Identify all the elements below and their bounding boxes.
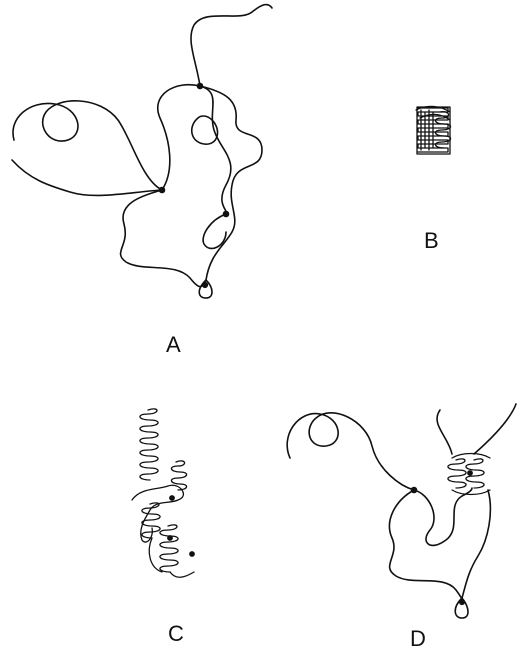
panel-a-bond-top (196, 82, 204, 90)
panel-a-label: A (166, 332, 181, 357)
panel-c-label: C (168, 621, 184, 646)
panel-c-helical-stack: C (131, 408, 195, 646)
panel-b-outline (416, 106, 451, 155)
panel-a-chain-inner-connector (202, 213, 227, 250)
panel-a-chain-inner-ring (191, 115, 219, 145)
panel-c-tail-bottom (148, 537, 195, 578)
panel-c-helix-lower (159, 524, 179, 573)
panel-a-bond-right (222, 210, 230, 218)
panel-c-helix-top (139, 408, 159, 481)
panel-d-chain-top-tail (473, 403, 517, 455)
panel-d-bond-left (410, 486, 418, 494)
panel-d-chain-left-curl (286, 412, 415, 491)
panel-c-bond-lower (189, 551, 195, 557)
panel-a-chain-left-tail (11, 159, 163, 197)
panel-a-chain-left-curl (12, 100, 163, 191)
panel-a-chain-teardrop (198, 279, 213, 299)
panel-c-helix-small (170, 460, 188, 491)
panel-b-serpentine-outer (417, 107, 449, 153)
panel-c-helix-middle (141, 502, 161, 539)
panel-d-chain-right-descent (461, 489, 492, 599)
panel-a-chain-bottom-loop (119, 189, 207, 288)
panel-d-helix-lower (465, 458, 485, 489)
panel-d-chain-teardrop (454, 597, 469, 619)
panel-c-bond-upper (169, 495, 175, 501)
panel-d-label: D (410, 626, 426, 651)
panel-b-compact-fold: B (415, 105, 452, 253)
panel-d-chain-top-middle (436, 409, 453, 455)
panel-d-chain-inner-loop (413, 487, 473, 547)
panel-d-chain-lower-loop (388, 489, 463, 600)
panel-c-strap (131, 484, 184, 543)
panel-d-partial-fold: D (286, 403, 517, 651)
panel-d-helix-upper (447, 458, 467, 489)
panel-a-chain-right-lobe (199, 85, 263, 281)
panel-c-bond-middle (167, 535, 173, 541)
panel-b-helix-right (434, 111, 452, 149)
panel-d-bond-bottom (458, 598, 466, 606)
panel-d-helix-frame (451, 452, 491, 496)
panel-a-random-coil: A (11, 3, 273, 357)
panel-a-bond-left (158, 186, 166, 194)
panel-b-label: B (424, 228, 439, 253)
panel-a-chain-upper-loop (157, 83, 232, 215)
panel-b-vertical-folds (420, 109, 434, 151)
panel-a-chain-top-tail (190, 3, 273, 87)
panel-a-bond-bottom (201, 281, 209, 289)
panel-d-bond-helix (467, 470, 473, 476)
